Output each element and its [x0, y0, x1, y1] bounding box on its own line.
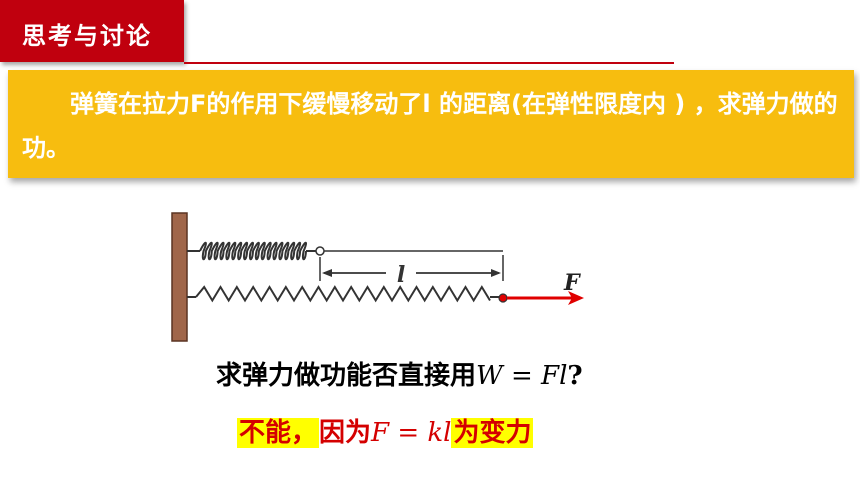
problem-text: 弹簧在拉力F的作用下缓慢移动了l 的距离(在弹性限度内 ) ，求弹力做的功。 [22, 90, 838, 162]
problem-box: 弹簧在拉力F的作用下缓慢移动了l 的距离(在弹性限度内 ) ，求弹力做的功。 [8, 70, 854, 178]
question-suffix: ? [567, 361, 583, 391]
force-arrow: F [507, 270, 584, 305]
spring-stretched [187, 285, 508, 303]
answer-formula: F = kl [371, 418, 452, 448]
answer-part2: 因为 [319, 418, 372, 448]
title-underline [184, 62, 674, 64]
answer-highlight-start: 不能， [237, 418, 320, 448]
displacement-marker: l [319, 255, 504, 288]
answer: 不能，因为F = kl为变力 [237, 414, 534, 452]
question: 求弹力做功能否直接用W = Fl? [216, 355, 583, 392]
spring-pull-point [498, 293, 508, 303]
force-label: F [563, 270, 581, 296]
question-prefix: 求弹力做功能否直接用 [216, 361, 477, 391]
answer-part3: 为变力 [453, 418, 532, 448]
spring-end-marker [315, 246, 325, 256]
answer-part1: 不能， [239, 418, 318, 448]
wall [171, 212, 188, 342]
question-formula: W = Fl [476, 361, 568, 391]
displacement-label: l [397, 262, 405, 288]
spring-unstretched [187, 241, 503, 261]
title-tab: 思考与讨论 [0, 0, 184, 62]
spring-diagram: l F [171, 212, 584, 342]
page-title: 思考与讨论 [22, 21, 152, 50]
answer-highlight-end: 为变力 [451, 418, 534, 448]
